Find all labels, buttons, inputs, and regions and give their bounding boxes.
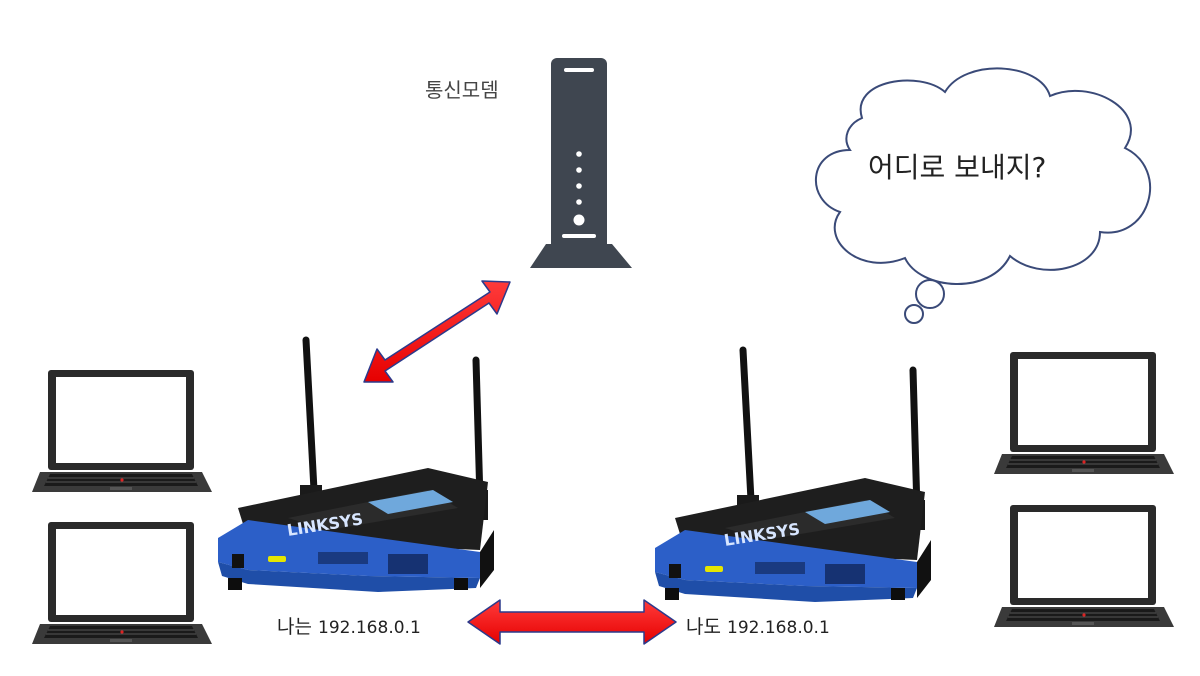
thought-bubble — [815, 67, 1151, 324]
modem-icon — [530, 58, 632, 268]
router-left-prefix: 나는 — [277, 616, 312, 638]
laptop-icon-right-top — [993, 351, 1175, 475]
laptop-icon-right-bottom — [993, 504, 1175, 628]
router-icon-left — [218, 340, 494, 592]
modem-label: 통신모뎀 — [425, 78, 499, 102]
router-router-arrow — [467, 599, 677, 645]
router-left-label: 나는 192.168.0.1 — [277, 612, 421, 639]
laptop-icon-left-bottom — [31, 521, 213, 645]
thought-text: 어디로 보내지? — [868, 151, 1047, 184]
router-left-ip: 192.168.0.1 — [318, 618, 421, 638]
router-right-label: 나도 192.168.0.1 — [686, 612, 830, 639]
router-right-ip: 192.168.0.1 — [727, 618, 830, 638]
router-right-prefix: 나도 — [686, 616, 721, 638]
modem-router-arrow — [363, 280, 511, 383]
router-icon-right — [655, 350, 931, 602]
laptop-icon-left-top — [31, 369, 213, 493]
